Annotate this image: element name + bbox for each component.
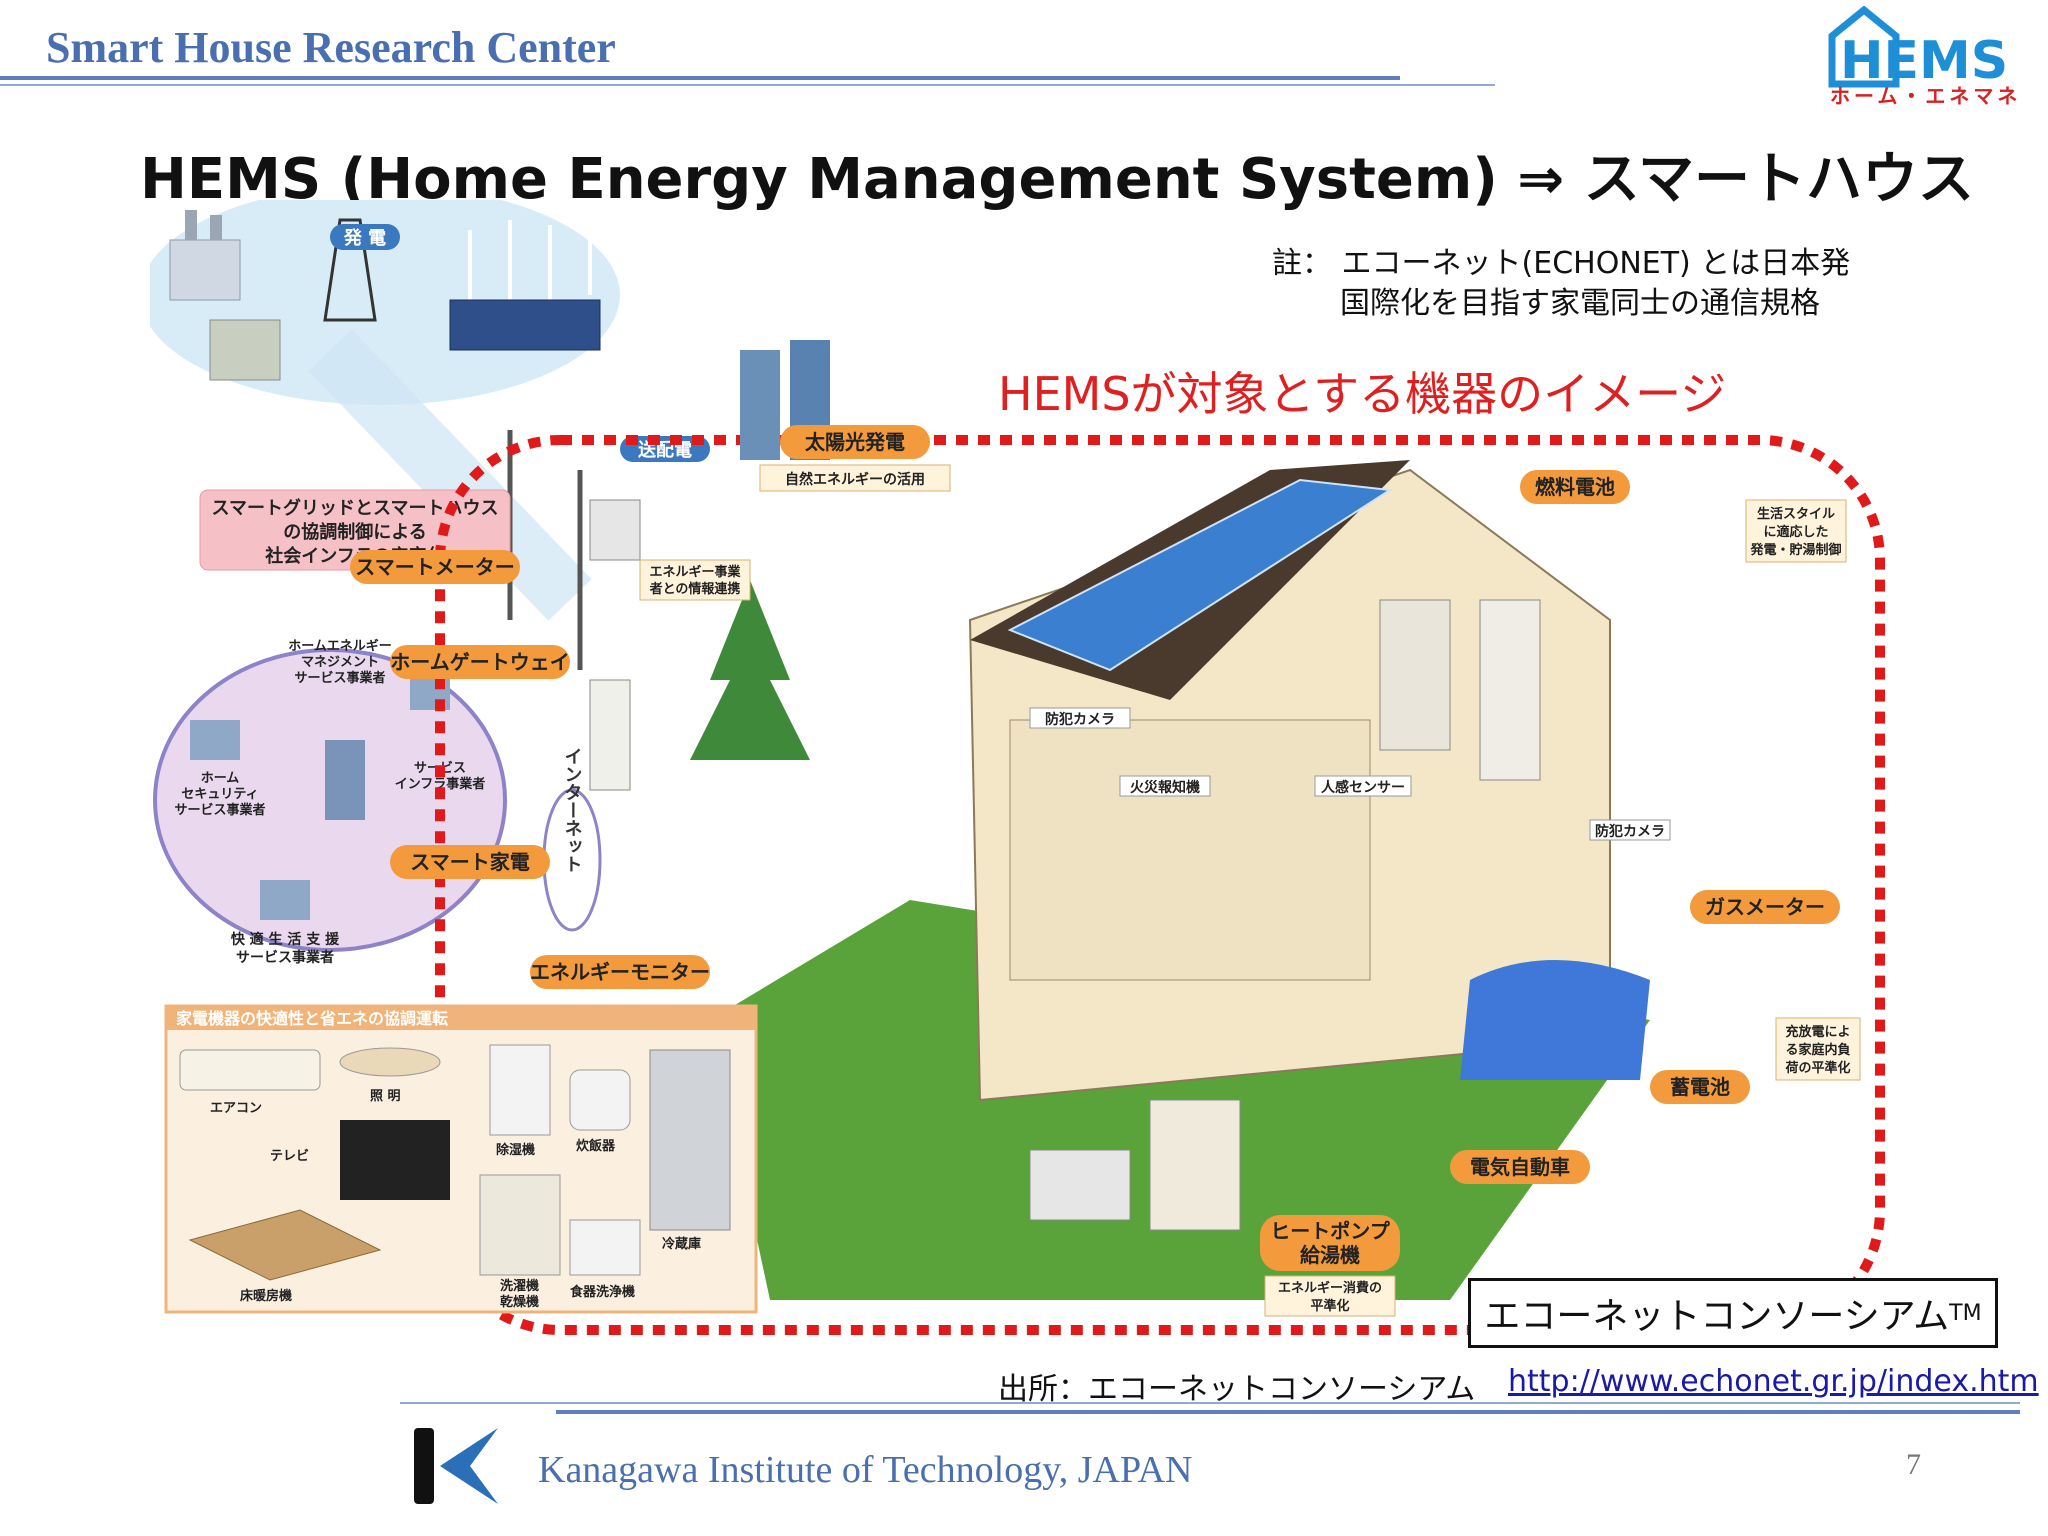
washer-icon <box>479 1174 561 1276</box>
hems-logo: HEMS <box>1828 6 2008 91</box>
callout-charge-2: る家庭内負 <box>1785 1042 1850 1058</box>
heat-pump-icon <box>1149 1099 1241 1231</box>
ev-car-icon <box>1460 960 1650 1080</box>
appliance-fridge: 冷蔵庫 <box>662 1236 701 1252</box>
callout-solar: 太陽光発電 <box>805 430 905 454</box>
callout-info-link-2: 者との情報連携 <box>649 581 741 597</box>
appliance-washer: 洗濯機 <box>500 1278 539 1294</box>
air-conditioner-icon <box>179 1049 321 1091</box>
appliance-floor-heating: 床暖房機 <box>240 1288 292 1304</box>
callout-leveling-2: 平準化 <box>1310 1298 1349 1314</box>
tv-icon <box>340 1120 450 1200</box>
hems-logo-subtitle: ホーム・エネマネ <box>1830 84 2022 108</box>
page-number: 7 <box>1906 1448 1921 1481</box>
callout-heat-pump-1: ヒートポンプ <box>1270 1219 1390 1243</box>
note-line-2: 国際化を目指す家電同士の通信規格 <box>1340 286 1820 321</box>
appliance-dryer: 乾燥機 <box>500 1294 539 1310</box>
appliance-dehumidifier: 除湿機 <box>496 1142 535 1158</box>
hems-illustration: 発 電 送配電 スマートグリッドとスマートハウス の協調制御による 社会インフラ… <box>150 200 1885 1335</box>
home-gateway-icon <box>589 679 631 791</box>
appliance-aircon: エアコン <box>210 1101 262 1116</box>
label-internet: インターネット <box>562 747 583 873</box>
callout-lifestyle-3: 発電・貯湯制御 <box>1749 542 1841 558</box>
floor-heating-icon <box>188 1209 382 1281</box>
fridge-icon <box>649 1049 731 1231</box>
hems-provider-2: マネジメント <box>301 655 379 670</box>
note-line-1: 註： エコーネット(ECHONET) とは日本発 <box>1272 246 1851 281</box>
callout-heat-pump-2: 給湯機 <box>1300 1243 1360 1267</box>
callout-home-gateway: ホームゲートウェイ <box>390 650 569 674</box>
comfort-provider-1: 快 適 生 活 支 援 <box>231 931 340 948</box>
smart-meter-icon <box>589 499 641 561</box>
callout-lifestyle-2: に適応した <box>1763 524 1828 540</box>
appliance-rice-cooker: 炊飯器 <box>576 1138 616 1154</box>
appliance-light: 照 明 <box>370 1089 401 1104</box>
dishwasher-icon <box>569 1219 641 1276</box>
header-title: Smart House Research Center <box>46 23 616 72</box>
appliance-dishwasher: 食器洗浄機 <box>570 1284 635 1300</box>
hems-provider-1: ホームエネルギー <box>288 638 392 654</box>
callout-charge-1: 充放電によ <box>1785 1024 1850 1040</box>
smartgrid-line-1: スマートグリッドとスマートハウス <box>212 497 499 519</box>
comfort-provider-2: サービス事業者 <box>236 949 334 966</box>
solar-farm-icon <box>449 299 601 351</box>
consortium-text: エコーネットコンソーシアム <box>1484 1296 1950 1337</box>
callout-charge-3: 荷の平準化 <box>1784 1060 1850 1076</box>
callout-info-link-1: エネルギー事業 <box>649 564 741 580</box>
callout-lifestyle-1: 生活スタイル <box>1757 506 1835 522</box>
callout-fire-alarm: 火災報知機 <box>1130 779 1200 796</box>
hems-provider-3: サービス事業者 <box>294 670 385 686</box>
appliance-panel-title: 家電機器の快適性と省エネの協調運転 <box>176 1009 448 1028</box>
security-provider-2: セキュリティ <box>181 787 258 802</box>
label-transmission: 送配電 <box>637 439 692 461</box>
dam-icon <box>209 319 281 381</box>
solar-panel-icon <box>1007 478 1393 672</box>
security-provider-3: サービス事業者 <box>174 802 265 818</box>
infra-provider-2: インフラ事業者 <box>395 776 486 792</box>
footer-rule-thin <box>400 1402 2020 1404</box>
callout-energy-monitor: エネルギーモニター <box>530 960 710 984</box>
header-rule <box>0 76 1400 80</box>
building-icon <box>740 350 780 460</box>
security-provider-1: ホーム <box>201 771 240 786</box>
callout-motion-sensor: 人感センサー <box>1321 779 1405 796</box>
hems-boundary <box>435 435 1885 1335</box>
appliance-tv: テレビ <box>270 1148 309 1164</box>
callout-solar-sub: 自然エネルギーの活用 <box>785 471 925 488</box>
wind-turbines-icon <box>468 220 592 300</box>
footer-org: Kanagawa Institute of Technology, JAPAN <box>538 1449 1193 1491</box>
label-power-gen: 発 電 <box>343 227 386 249</box>
callout-smart-meter: スマートメーター <box>355 555 514 579</box>
callout-smart-appliance: スマート家電 <box>410 850 529 874</box>
kit-logo <box>414 1428 498 1504</box>
rice-cooker-icon <box>569 1069 631 1131</box>
callout-security-cam-2: 防犯カメラ <box>1595 823 1665 840</box>
header-rule-thin <box>0 84 1495 86</box>
dehumidifier-icon <box>489 1044 551 1136</box>
callout-leveling-1: エネルギー消費の <box>1278 1280 1382 1296</box>
callout-battery: 蓄電池 <box>1670 1075 1730 1099</box>
source-label: 出所：エコーネットコンソーシアム <box>998 1372 1476 1407</box>
consortium-tm: TM <box>1949 1300 1982 1326</box>
callout-gas-meter: ガスメーター <box>1705 895 1825 919</box>
tree-icon <box>690 580 810 760</box>
callout-ev: 電気自動車 <box>1470 1155 1570 1179</box>
footer-rule <box>556 1410 2020 1414</box>
smartgrid-line-2: の協調制御による <box>283 521 426 543</box>
pylon-icon <box>323 218 377 322</box>
hems-logo-mark: HEMS <box>1840 31 2008 91</box>
hems-target-caption: HEMSが対象とする機器のイメージ <box>998 367 1727 421</box>
callout-security-cam-1: 防犯カメラ <box>1045 711 1115 728</box>
callout-fuel-cell: 燃料電池 <box>1535 475 1615 499</box>
light-icon <box>339 1047 441 1077</box>
source-link[interactable]: http://www.echonet.gr.jp/index.htm <box>1508 1364 2039 1399</box>
fuel-cell-icon <box>1379 599 1451 751</box>
